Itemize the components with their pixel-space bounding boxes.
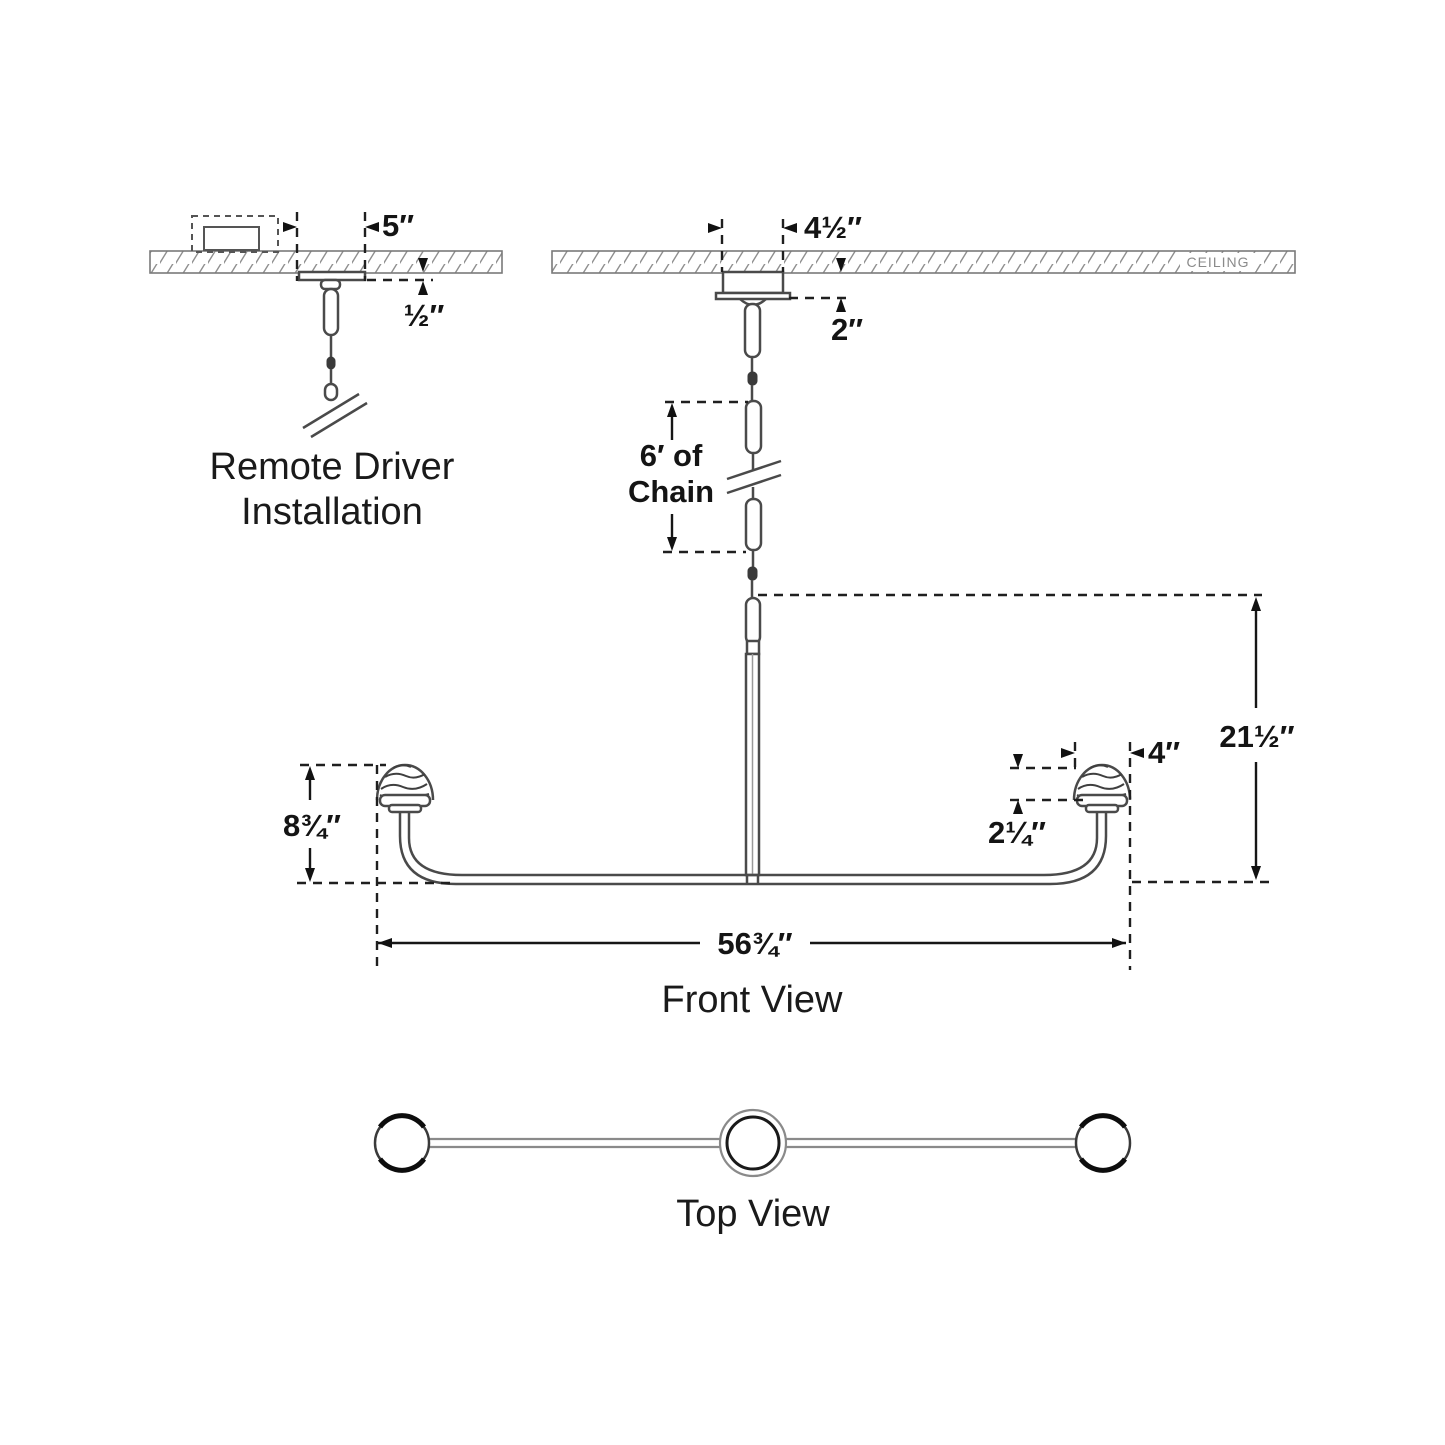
- dim-text-canopy-thickness: ½″: [404, 298, 445, 333]
- break-symbol: [726, 459, 782, 481]
- chain-link: [744, 497, 763, 552]
- arrowhead: [1013, 800, 1023, 814]
- arrowhead: [836, 258, 846, 272]
- arrowhead: [1013, 754, 1023, 768]
- shade-edge: [1078, 1157, 1128, 1173]
- remote-driver-label-line2: Installation: [241, 491, 423, 533]
- remote-driver-diagram: 5″ ½″ Remote Driver Installation: [149, 208, 503, 533]
- canopy-fitting: [319, 278, 342, 291]
- arrowhead: [305, 868, 315, 882]
- front-view-label: Front View: [662, 979, 843, 1021]
- arrowhead: [418, 258, 428, 272]
- arrowhead: [1251, 597, 1261, 611]
- arrowhead: [418, 281, 428, 295]
- shade-texture: [380, 783, 428, 790]
- chain-link: [323, 382, 339, 402]
- fixture-body-outer: [398, 812, 1108, 886]
- shade-texture: [392, 764, 412, 769]
- arrowhead: [667, 537, 677, 551]
- dimension-shade-height: 2¼″: [988, 754, 1090, 850]
- arrowhead: [365, 222, 379, 232]
- arrowhead: [305, 766, 315, 780]
- shade-neck: [387, 803, 423, 814]
- fixture-body-inner: [407, 812, 1099, 877]
- remote-driver-box: [203, 226, 260, 251]
- shade-texture: [384, 772, 426, 779]
- fixture-stem-angled: [310, 401, 368, 439]
- dimension-overall-width: 56¾″: [375, 765, 1126, 970]
- wire-bead: [326, 356, 336, 370]
- ceiling-band: [551, 250, 1296, 274]
- arrowhead: [1112, 938, 1126, 948]
- chain-link: [744, 399, 763, 455]
- dimension-2in: 2″: [789, 258, 863, 347]
- dimension-4half: 4½″: [708, 210, 862, 272]
- dimension-5in: 5″: [283, 208, 414, 281]
- dimension-shade-width: 4″: [1061, 735, 1180, 970]
- ceiling-label: CEILING: [1186, 254, 1249, 270]
- front-view-diagram: CEILING 4½″ 2″: [283, 210, 1296, 1021]
- shade-texture: [1077, 783, 1125, 790]
- dim-text-chain-line2: Chain: [628, 474, 714, 509]
- dim-text-body-height: 8¾″: [283, 808, 341, 843]
- shade-neck: [1084, 803, 1120, 814]
- chain-link: [743, 302, 762, 359]
- arrowhead: [1251, 866, 1261, 880]
- arrowhead: [1130, 748, 1144, 758]
- left-shade-head: [375, 763, 435, 814]
- dim-text-canopy-height: 2″: [831, 312, 863, 347]
- arrowhead: [836, 298, 846, 312]
- arrowhead: [667, 403, 677, 417]
- dim-text-canopy-width: 4½″: [804, 210, 862, 245]
- dim-text-overall-height: 21½″: [1219, 719, 1294, 754]
- shade-edge: [377, 1157, 427, 1173]
- dimension-half-inch: ½″: [367, 258, 445, 333]
- ceiling-band-left: [149, 250, 503, 274]
- arrowhead: [708, 223, 722, 233]
- chain: [726, 302, 782, 884]
- stem-collar: [745, 639, 761, 656]
- arrowhead: [1061, 748, 1075, 758]
- chain-link: [744, 596, 762, 646]
- shade-texture: [1081, 772, 1123, 779]
- dim-text-canopy-width: 5″: [382, 208, 414, 243]
- shade-edge: [377, 1113, 427, 1129]
- chain-link: [322, 287, 340, 337]
- dim-text-chain-line1: 6′ of: [640, 438, 703, 473]
- dim-text-shade-height: 2¼″: [988, 815, 1046, 850]
- canopy: [721, 270, 785, 295]
- dimension-chain-length: 6′ of Chain: [628, 400, 748, 554]
- wire-bead: [747, 566, 758, 581]
- shade-texture: [1089, 764, 1109, 769]
- top-view-center-canopy: [725, 1115, 781, 1171]
- canopy-flange: [714, 291, 792, 301]
- right-shade-head: [1072, 763, 1132, 814]
- ceiling-label-bg: [1180, 253, 1256, 271]
- shade-edge: [1078, 1113, 1128, 1129]
- fixture-stem-angled: [302, 392, 360, 430]
- remote-driver-box-outline: [191, 215, 279, 253]
- break-symbol: [726, 473, 782, 495]
- top-view-label: Top View: [676, 1193, 830, 1235]
- dimension-body-height: 8¾″: [283, 763, 452, 885]
- top-view-diagram: Top View: [373, 1108, 1132, 1235]
- arrowhead: [283, 222, 297, 232]
- dimension-overall-height: 21½″: [758, 593, 1295, 884]
- remote-driver-label-line1: Remote Driver: [210, 446, 455, 488]
- dim-text-overall-width: 56¾″: [717, 926, 792, 961]
- dim-text-shade-width: 4″: [1148, 735, 1180, 770]
- arrowhead: [783, 223, 797, 233]
- wire-bead: [747, 371, 758, 386]
- arrowhead: [378, 938, 392, 948]
